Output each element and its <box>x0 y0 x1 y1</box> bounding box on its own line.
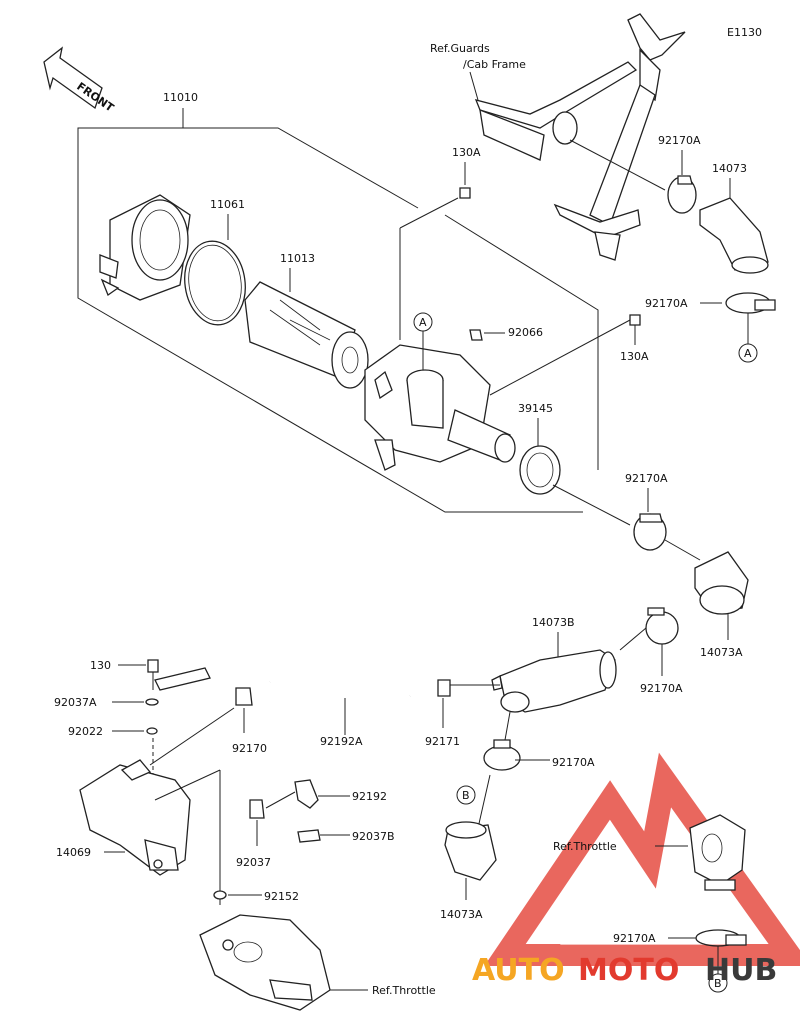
part-label-14073a-right: 14073A <box>700 646 743 659</box>
part-label-14069: 14069 <box>56 846 91 859</box>
bracket-14069-part <box>79 759 191 876</box>
ref-throttle-label-right: Ref.Throttle <box>553 840 617 853</box>
part-label-14073b: 14073B <box>532 616 575 629</box>
part-label-92170: 92170 <box>232 742 267 755</box>
diagram-text: MOTO <box>578 953 679 988</box>
part-label-92170a-5: 92170A <box>552 756 595 769</box>
air-cleaner-housing-part <box>364 344 516 471</box>
callout-a-upper-label: A <box>419 316 427 329</box>
callout-a-right-label: A <box>744 347 752 360</box>
callout-b-left-label: B <box>462 789 470 802</box>
ref-cab-frame-label: /Cab Frame <box>463 58 526 71</box>
callout-a-right <box>738 343 758 363</box>
throttle-body-right-part <box>689 814 746 891</box>
elbow-92192-part <box>294 779 319 809</box>
diagram-text: AUTO <box>472 953 565 988</box>
throttle-body-lower-part <box>199 914 331 1011</box>
part-label-39145: 39145 <box>518 402 553 415</box>
part-label-92170a-6: 92170A <box>613 932 656 945</box>
part-label-130: 130 <box>90 659 111 672</box>
ref-guards-label: Ref.Guards <box>430 42 490 55</box>
intake-duct-14073b-part <box>491 649 617 713</box>
part-label-92171: 92171 <box>425 735 460 748</box>
part-label-92170a-2: 92170A <box>645 297 688 310</box>
callout-b-right-label: B <box>714 977 722 990</box>
diagram-text: HUB <box>705 953 777 988</box>
part-label-92170a-3: 92170A <box>625 472 668 485</box>
part-label-92022: 92022 <box>68 725 103 738</box>
part-label-92066: 92066 <box>508 326 543 339</box>
part-label-92037a: 92037A <box>54 696 97 709</box>
part-label-92170a-4: 92170A <box>640 682 683 695</box>
cab-frame-part <box>474 13 686 261</box>
grommet-92066-part <box>469 329 483 341</box>
part-label-11061: 11061 <box>210 198 245 211</box>
part-label-92037: 92037 <box>236 856 271 869</box>
callout-b-left <box>456 785 476 805</box>
diagram-code: E1130 <box>727 26 762 39</box>
part-label-11013: 11013 <box>280 252 315 265</box>
part-label-11010: 11010 <box>163 91 198 104</box>
part-label-130a-right: 130A <box>620 350 649 363</box>
strap-92037a-part <box>154 667 211 691</box>
part-label-92037b: 92037B <box>352 830 395 843</box>
ref-throttle-label-lower: Ref.Throttle <box>372 984 436 997</box>
part-label-92170a-1: 92170A <box>658 134 701 147</box>
part-label-130a-upper: 130A <box>452 146 481 159</box>
callout-b-right <box>708 973 728 993</box>
watermark-logo <box>484 752 800 966</box>
part-label-92192a: 92192A <box>320 735 363 748</box>
part-label-92152: 92152 <box>264 890 299 903</box>
watermark-text: AUTO MOTO HUB <box>472 953 777 988</box>
air-filter-element-part <box>244 281 369 389</box>
front-arrow-icon: FRONT <box>43 46 117 115</box>
part-label-14073: 14073 <box>712 162 747 175</box>
part-label-14073a-lower: 14073A <box>440 908 483 921</box>
part-label-92192: 92192 <box>352 790 387 803</box>
air-cleaner-cover-part <box>99 194 191 301</box>
